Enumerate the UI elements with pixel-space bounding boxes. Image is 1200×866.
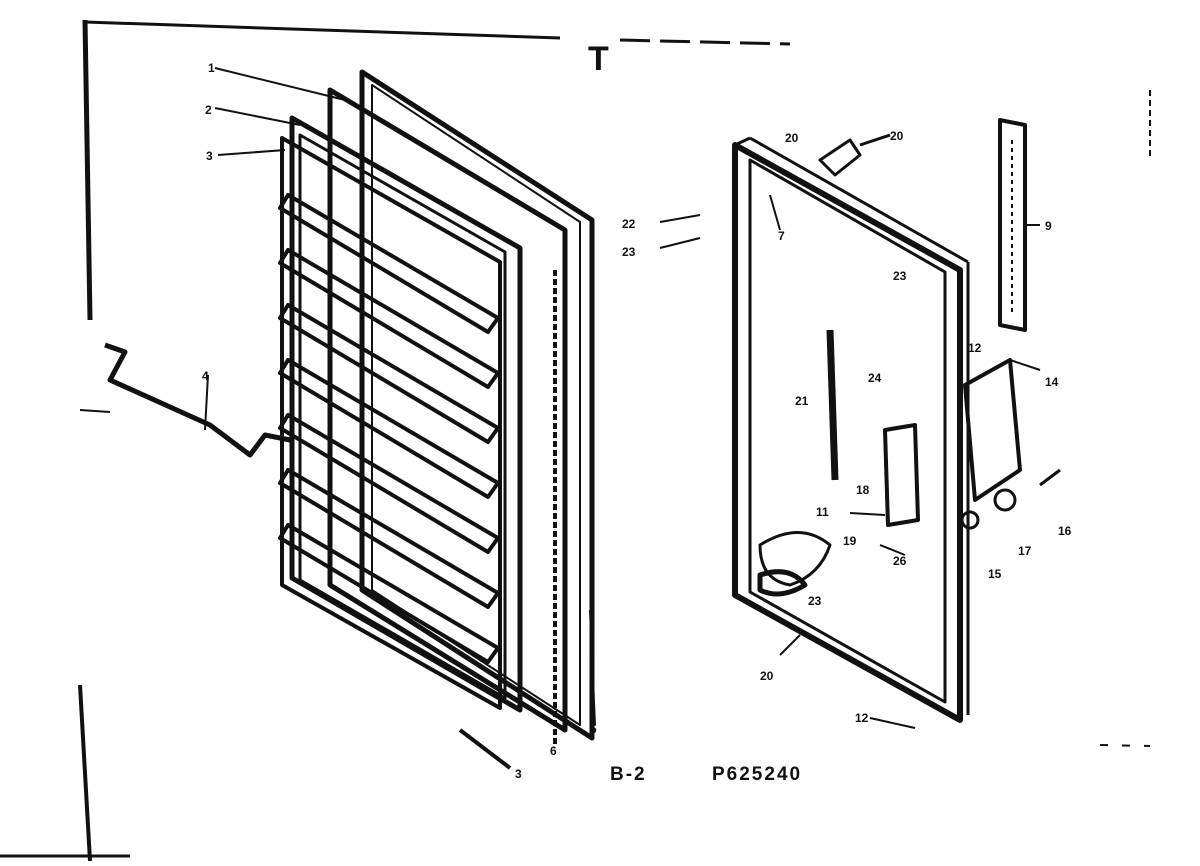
callout-label: 16 (1058, 524, 1072, 538)
shelf-rail (104, 342, 291, 458)
liner-shelves (278, 193, 500, 664)
callout-label: 7 (778, 229, 785, 243)
callout-label: 20 (890, 129, 904, 143)
callout-label: 2 (205, 103, 212, 117)
callout-label: 18 (856, 483, 870, 497)
callout-label: 5 (590, 722, 597, 736)
callout-label: 23 (893, 269, 907, 283)
callout-label: 9 (1045, 219, 1052, 233)
callout-label: 3 (515, 767, 522, 781)
callout-label: 14 (1045, 375, 1059, 389)
callout-label: 15 (988, 567, 1002, 581)
callout-label: 6 (550, 744, 557, 758)
callout-label: 17 (1018, 544, 1032, 558)
callouts: 1 2 3 4 5 6 3 7 22 23 20 20 9 23 21 24 1… (202, 61, 1072, 781)
callout-label: 1 (208, 61, 215, 75)
header-mark: T (588, 40, 609, 78)
callout-label: 19 (843, 534, 857, 548)
callout-label: 23 (808, 594, 822, 608)
callout-label: 22 (622, 217, 636, 231)
section-label: B-2 (610, 764, 647, 785)
callout-label: 21 (795, 394, 809, 408)
callout-label: 26 (893, 554, 907, 568)
callout-label: 20 (785, 131, 799, 145)
callout-label: 11 (816, 505, 829, 519)
callout-label: 24 (868, 371, 882, 385)
callout-label: 3 (206, 149, 213, 163)
door-liner (104, 67, 596, 770)
outer-door (659, 118, 1061, 729)
frame-lines (0, 19, 1151, 862)
callout-label: 23 (622, 245, 636, 259)
callout-label: 20 (760, 669, 774, 683)
callout-label: 4 (202, 369, 209, 383)
callout-label: 12 (855, 711, 869, 725)
part-number: P625240 (712, 764, 802, 785)
callout-label: 12 (968, 341, 982, 355)
